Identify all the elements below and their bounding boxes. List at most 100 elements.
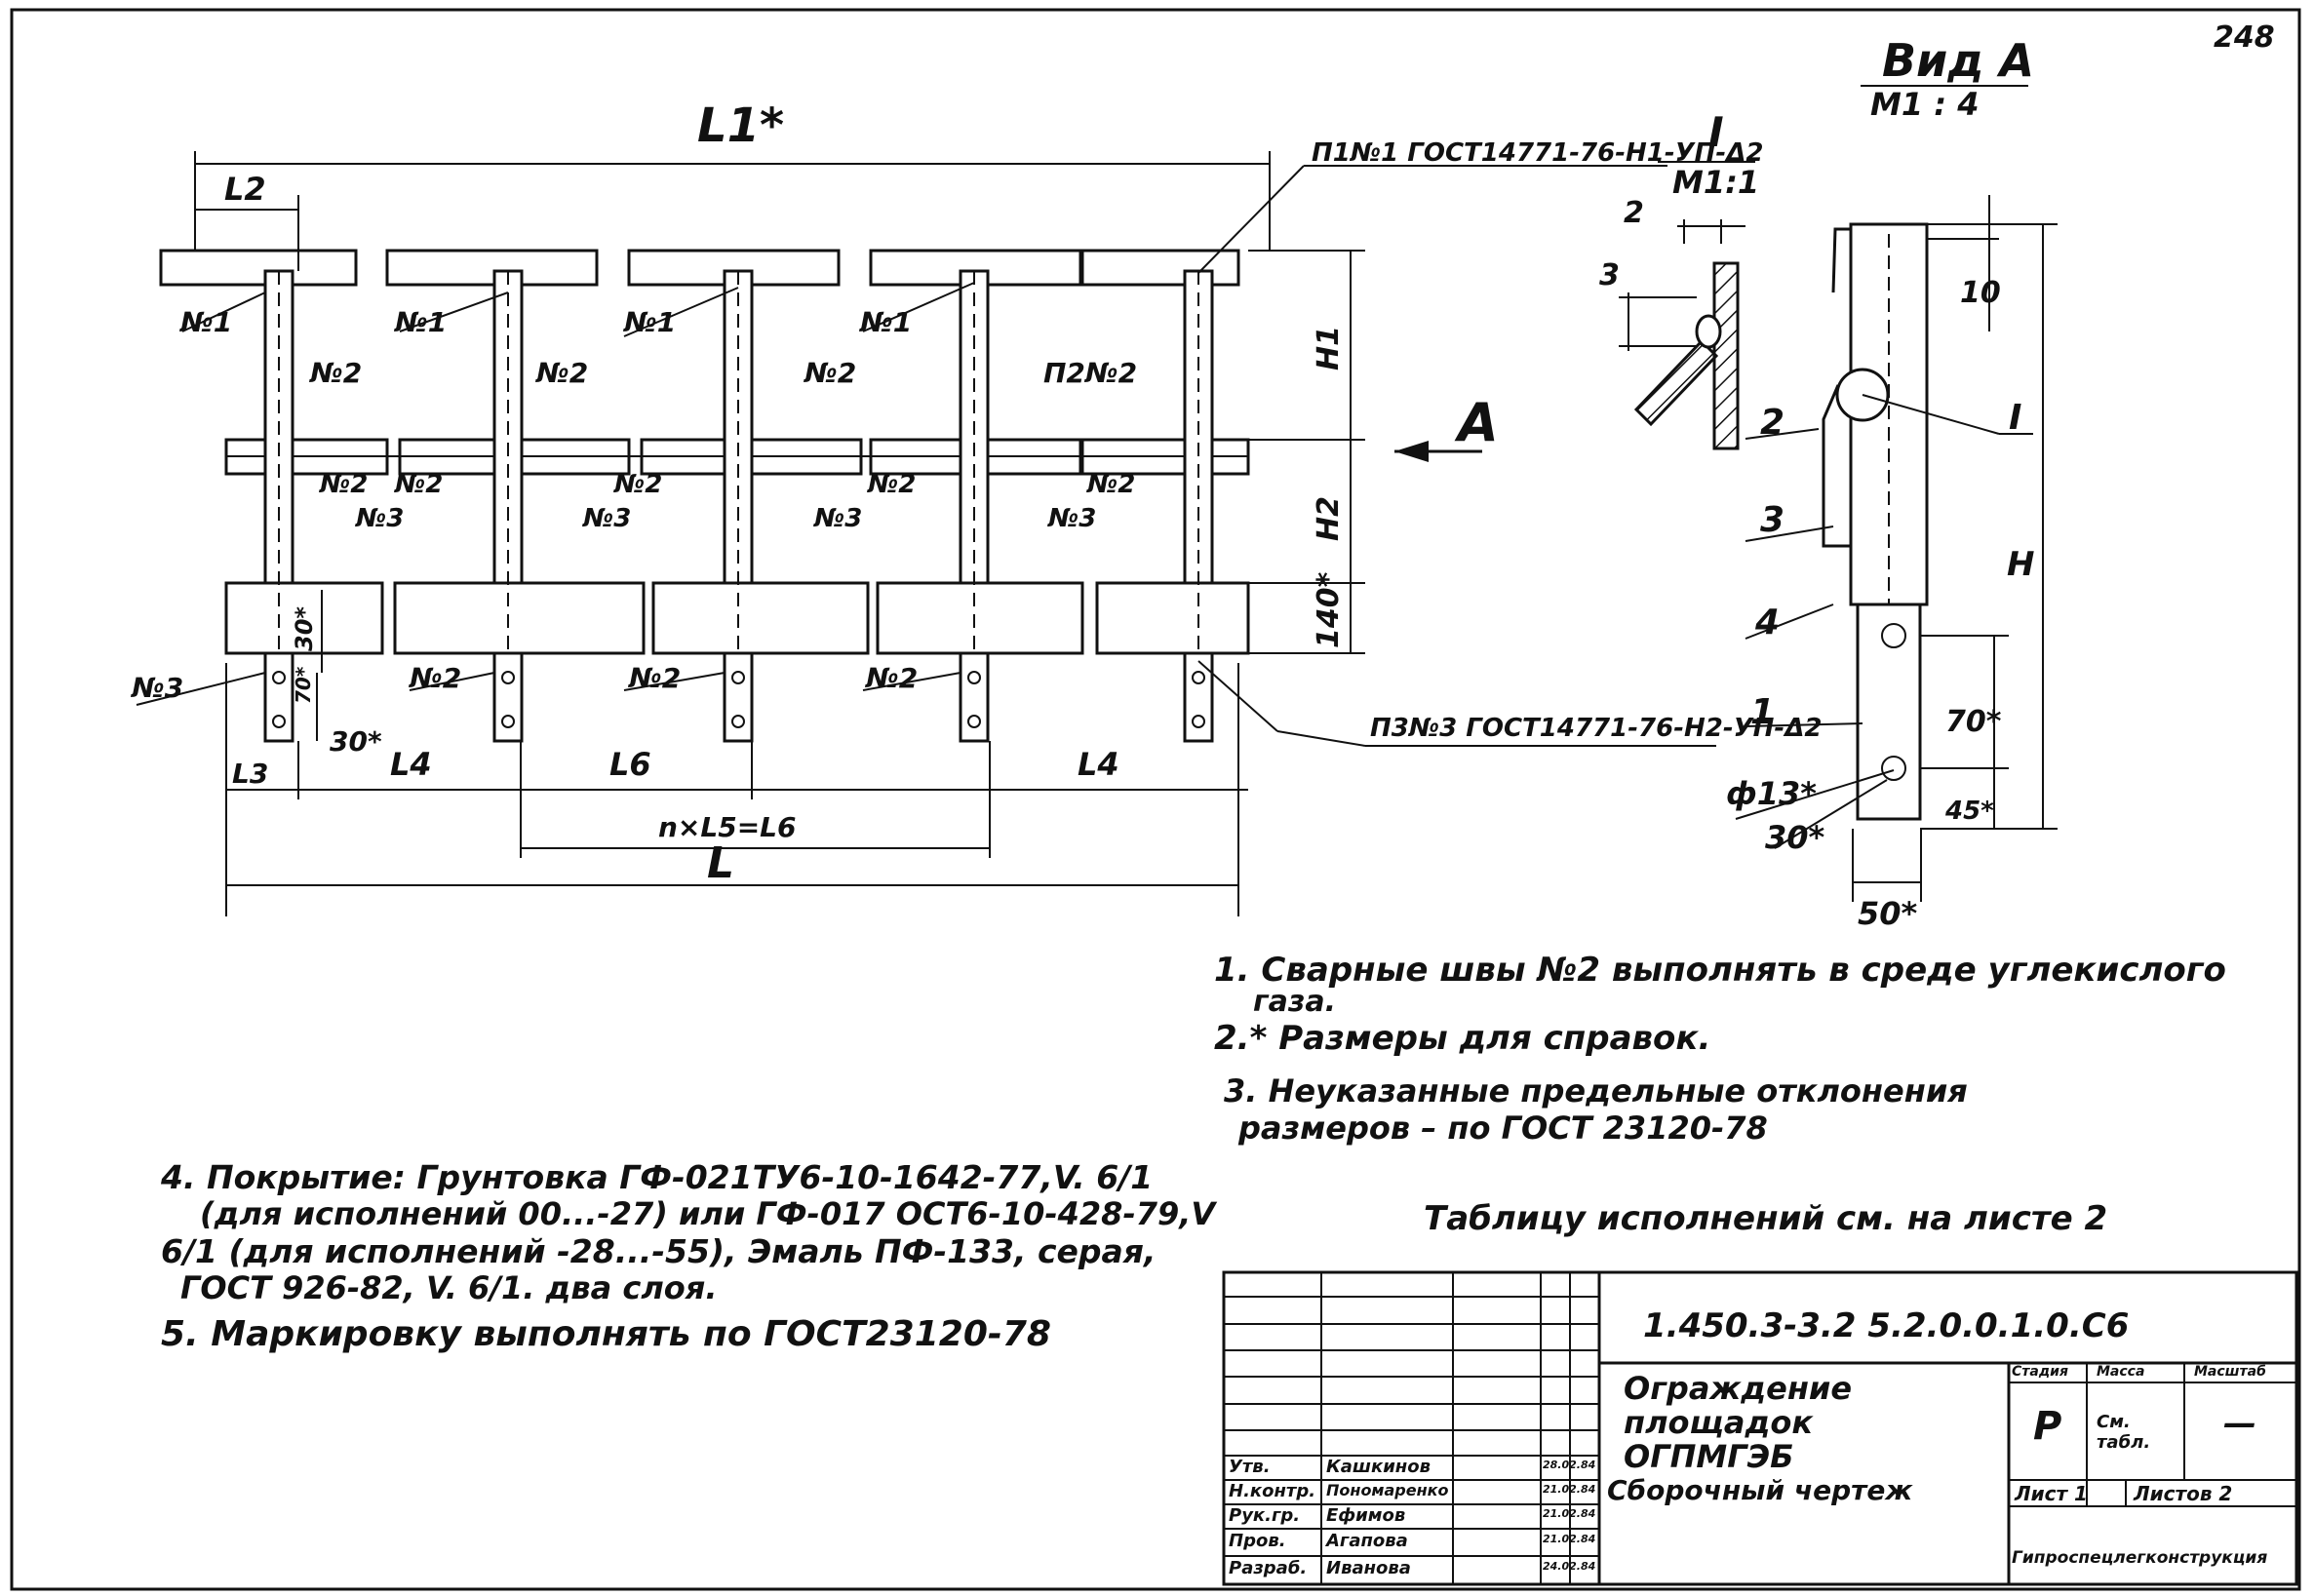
dim-L: L — [707, 838, 734, 888]
view-dim-30: 30* — [1765, 819, 1825, 856]
weld-label-n2: №2 — [803, 357, 856, 389]
note-4-line3: 6/1 (для исполнений -28...-55), Эмаль ПФ… — [161, 1232, 1157, 1270]
signature-role: Утв. — [1229, 1457, 1271, 1477]
signature-date: 21.02.84 — [1543, 1483, 1596, 1496]
weld-label-n2: №2 — [867, 470, 916, 499]
view-detail-marker: I — [2009, 398, 2021, 438]
view-dim-50: 50* — [1858, 895, 1918, 932]
weld-label-n3: №3 — [582, 504, 631, 533]
weld-label-n1: №1 — [622, 306, 676, 338]
weld-label-n1: №1 — [178, 306, 232, 338]
view-title: Вид А — [1882, 34, 2034, 87]
view-dim-45: 45* — [1944, 797, 1994, 826]
weld-bottom-note: П3№3 ГОСТ14771-76-Н2-УП-Δ2 — [1370, 714, 1822, 743]
scale-header: Масштаб — [2194, 1364, 2266, 1380]
table-reference-note: Таблицу исполнений см. на листе 2 — [1424, 1199, 2108, 1238]
dim-L3: L3 — [232, 758, 268, 790]
weld-label-n2: №2 — [394, 470, 443, 499]
signature-name: Кашкинов — [1326, 1457, 1431, 1477]
kick-plate — [224, 581, 1250, 655]
weld-label-n2: №2 — [408, 662, 461, 694]
drawing-name-line2: площадок — [1624, 1404, 1814, 1441]
note-4-line1: 4. Покрытие: Грунтовка ГФ-021ТУ6-10-1642… — [161, 1158, 1154, 1196]
signature-name: Пономаренко — [1326, 1481, 1449, 1499]
weld-label-n2: №2 — [319, 470, 368, 499]
weld-label-n2: №2 — [308, 357, 362, 389]
dim-30-horizontal: 30* — [330, 725, 382, 758]
mass-header: Масса — [2097, 1364, 2145, 1380]
drawing-name-line3: ОГПМГЭБ — [1624, 1438, 1794, 1475]
dim-L4-right: L4 — [1078, 746, 1119, 783]
dim-L2: L2 — [224, 171, 266, 208]
signature-name: Иванова — [1326, 1558, 1411, 1578]
dim-L4-left: L4 — [390, 746, 432, 783]
signature-name: Ефимов — [1326, 1505, 1406, 1526]
signature-date: 24.02.84 — [1543, 1560, 1596, 1573]
view-A — [1735, 85, 2058, 902]
note-4-line2: (для исполнений 00...-27) или ГФ-017 ОСТ… — [200, 1195, 1216, 1232]
dim-140: 140* — [1312, 571, 1346, 648]
view-dim-70: 70* — [1945, 705, 2002, 739]
weld-label-n2: №2 — [1086, 470, 1135, 499]
top-rail — [159, 249, 1240, 287]
detail-dim-2: 2 — [1624, 196, 1644, 230]
main-elevation — [136, 151, 1716, 916]
note-3-line1: 3. Неуказанные предельные отклонения — [1224, 1072, 1968, 1109]
weld-label-n3: №3 — [130, 672, 183, 704]
weld-label-n2: №2 — [613, 470, 662, 499]
weld-label-n3: №3 — [813, 504, 862, 533]
drawing-code: 1.450.3-3.2 5.2.0.0.1.0.С6 — [1643, 1306, 2130, 1345]
sheets-value: Листов 2 — [2134, 1482, 2233, 1505]
note-2: 2.* Размеры для справок. — [1214, 1019, 1711, 1058]
sheet-value: Лист 1 — [2015, 1482, 2088, 1505]
dim-30-vertical: 30* — [291, 606, 318, 651]
note-1-line2: газа. — [1253, 985, 1336, 1019]
detail-dim-3: 3 — [1599, 258, 1620, 292]
scale-value: — — [2223, 1404, 2256, 1443]
note-3-line2: размеров – по ГОСТ 23120-78 — [1238, 1109, 1768, 1147]
signature-role: Рук.гр. — [1229, 1505, 1301, 1526]
view-pos-1: 1 — [1750, 692, 1775, 732]
detail-scale: М1:1 — [1672, 164, 1759, 201]
sheet-frame — [10, 8, 2301, 1591]
detail-I — [1619, 161, 1755, 450]
view-dim-phi13: ф13* — [1726, 775, 1817, 812]
view-arrow-label: A — [1454, 392, 1499, 453]
weld-label-n3: №3 — [355, 504, 404, 533]
sheet-number: 248 — [2214, 20, 2275, 55]
view-pos-3: 3 — [1760, 500, 1785, 540]
signature-role: Н.контр. — [1229, 1481, 1316, 1501]
mass-value: См. табл. — [2097, 1412, 2151, 1453]
signature-date: 21.02.84 — [1543, 1507, 1596, 1520]
organization: Гипроспецлегконструкция — [2012, 1548, 2268, 1568]
title-block-grid — [1222, 1270, 2298, 1586]
signature-name: Агапова — [1326, 1531, 1408, 1551]
posts — [263, 269, 1214, 743]
view-scale: М1 : 4 — [1870, 86, 1979, 123]
weld-label-p2n2: П2№2 — [1043, 357, 1137, 389]
weld-label-n2: №2 — [534, 357, 588, 389]
dim-nL5: n×L5=L6 — [658, 811, 797, 843]
signature-role: Разраб. — [1229, 1558, 1308, 1578]
drawing-name-line4: Сборочный чертеж — [1607, 1474, 1913, 1506]
stage-value: Р — [2033, 1404, 2062, 1449]
weld-label-n1: №1 — [858, 306, 912, 338]
view-pos-4: 4 — [1754, 603, 1780, 642]
leaders — [136, 165, 1716, 747]
dim-H2: H2 — [1312, 496, 1346, 541]
dim-L1: L1* — [697, 98, 784, 153]
drawing-name-line1: Ограждение — [1624, 1370, 1853, 1407]
dim-L6: L6 — [609, 746, 651, 783]
weld-label-n1: №1 — [393, 306, 447, 338]
stage-header: Стадия — [2012, 1364, 2068, 1380]
signature-date: 21.02.84 — [1543, 1533, 1596, 1545]
weld-label-n2: №2 — [864, 662, 918, 694]
view-pos-2: 2 — [1760, 403, 1785, 443]
note-1-line1: 1. Сварные швы №2 выполнять в среде угле… — [1214, 951, 2226, 990]
note-4-line4: ГОСТ 926-82, V. 6/1. два слоя. — [180, 1269, 718, 1306]
signature-date: 28.02.84 — [1543, 1459, 1596, 1471]
note-5: 5. Маркировку выполнять по ГОСТ23120-78 — [161, 1314, 1051, 1354]
signature-role: Пров. — [1229, 1531, 1286, 1551]
detail-title: I — [1708, 108, 1724, 156]
